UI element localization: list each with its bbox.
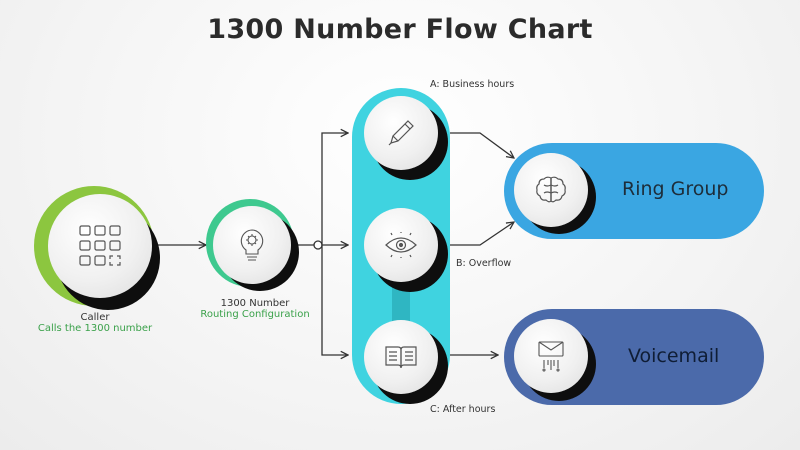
routing-sublabel: Routing Configuration [200, 309, 310, 320]
dialpad-icon [79, 225, 121, 266]
lightbulb-gear-icon [240, 229, 264, 261]
eye-icon [385, 232, 417, 258]
arrow-overflow-to-ringgroup [450, 222, 514, 246]
branch-column-connector [392, 284, 410, 324]
routing-label: 1300 Number [220, 298, 290, 309]
voicemail-icon [538, 341, 564, 372]
branch-after-hours-label: C: After hours [430, 404, 496, 415]
voicemail-label: Voicemail [628, 345, 720, 367]
branch-overflow-label: B: Overflow [456, 258, 512, 269]
ring-group-label: Ring Group [622, 178, 729, 200]
brain-icon [536, 176, 566, 203]
split-node [313, 240, 323, 250]
arrow-to-after-hours [321, 245, 348, 355]
page-title: 1300 Number Flow Chart [207, 14, 593, 45]
caller-sublabel: Calls the 1300 number [37, 323, 153, 334]
arrow-to-business-hours [321, 133, 348, 245]
arrow-business-to-ringgroup [450, 132, 514, 158]
branch-business-hours-label: A: Business hours [430, 79, 515, 90]
book-icon [385, 346, 417, 369]
pen-icon [388, 120, 414, 146]
caller-label: Caller [80, 312, 110, 323]
